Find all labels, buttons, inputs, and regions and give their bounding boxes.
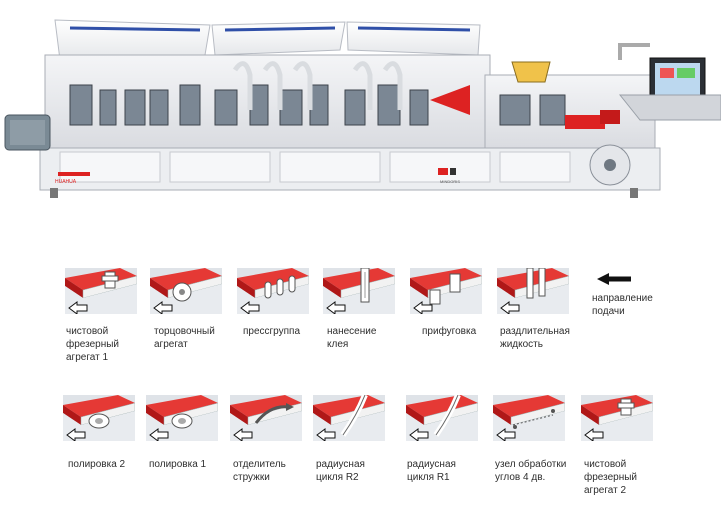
separating-fluid-icon <box>497 267 570 315</box>
tile-scraper-r2 <box>313 393 386 442</box>
tile-finish-milling-1 <box>65 268 138 315</box>
end-trim-icon <box>150 268 223 315</box>
label-pre-mill: прифуговка <box>422 326 477 337</box>
tile-press <box>237 268 310 315</box>
polishing-icon <box>63 395 136 442</box>
press-rollers-icon <box>237 268 310 315</box>
label-end-trim: торцовочный агрегат <box>154 326 215 350</box>
label-finish-milling-2: чистовой фрезерный агрегат 2 <box>584 459 638 496</box>
tile-scraper-r1 <box>406 393 479 442</box>
tile-separating <box>497 267 570 315</box>
tile-chip-sep <box>230 395 303 442</box>
polishing-icon <box>146 395 219 442</box>
label-scraper-r2: радиусная цикля R2 <box>316 459 365 483</box>
machine-brand-right: MINDORIS <box>440 179 460 184</box>
pre-milling-icon <box>410 268 483 315</box>
radius-scraper-icon <box>313 393 386 442</box>
feed-direction-label: направление подачи <box>592 293 653 317</box>
label-press: прессгруппа <box>243 326 301 337</box>
tile-polish-2 <box>63 395 136 442</box>
radius-scraper-icon <box>406 393 479 442</box>
label-polish-1: полировка 1 <box>149 459 207 470</box>
finish-milling-icon <box>581 395 654 442</box>
tile-finish-milling-2 <box>581 395 654 442</box>
label-scraper-r1: радиусная цикля R1 <box>407 459 456 483</box>
label-corner: узел обработки углов 4 дв. <box>495 459 567 483</box>
tile-glue <box>323 267 396 315</box>
label-finish-milling-1: чистовой фрезерный агрегат 1 <box>66 326 120 363</box>
corner-rounding-icon <box>493 395 566 442</box>
machine-brand-left: HUAHUA <box>55 179 77 185</box>
finish-milling-icon <box>65 268 138 315</box>
chip-separator-icon <box>230 395 303 442</box>
label-separating: раздлительная жидкость <box>500 326 570 350</box>
tile-corner <box>493 395 566 442</box>
label-polish-2: полировка 2 <box>68 459 126 470</box>
edgebander-machine: HUAHUA MINDORIS <box>4 19 721 198</box>
label-chip-sep: отделитель стружки <box>233 459 286 483</box>
glue-icon <box>323 267 396 315</box>
label-glue: нанесение клея <box>327 326 377 350</box>
tile-pre-mill <box>410 268 483 315</box>
tile-end-trim <box>150 268 223 315</box>
arrow-left-icon <box>597 273 631 285</box>
tile-polish-1 <box>146 395 219 442</box>
